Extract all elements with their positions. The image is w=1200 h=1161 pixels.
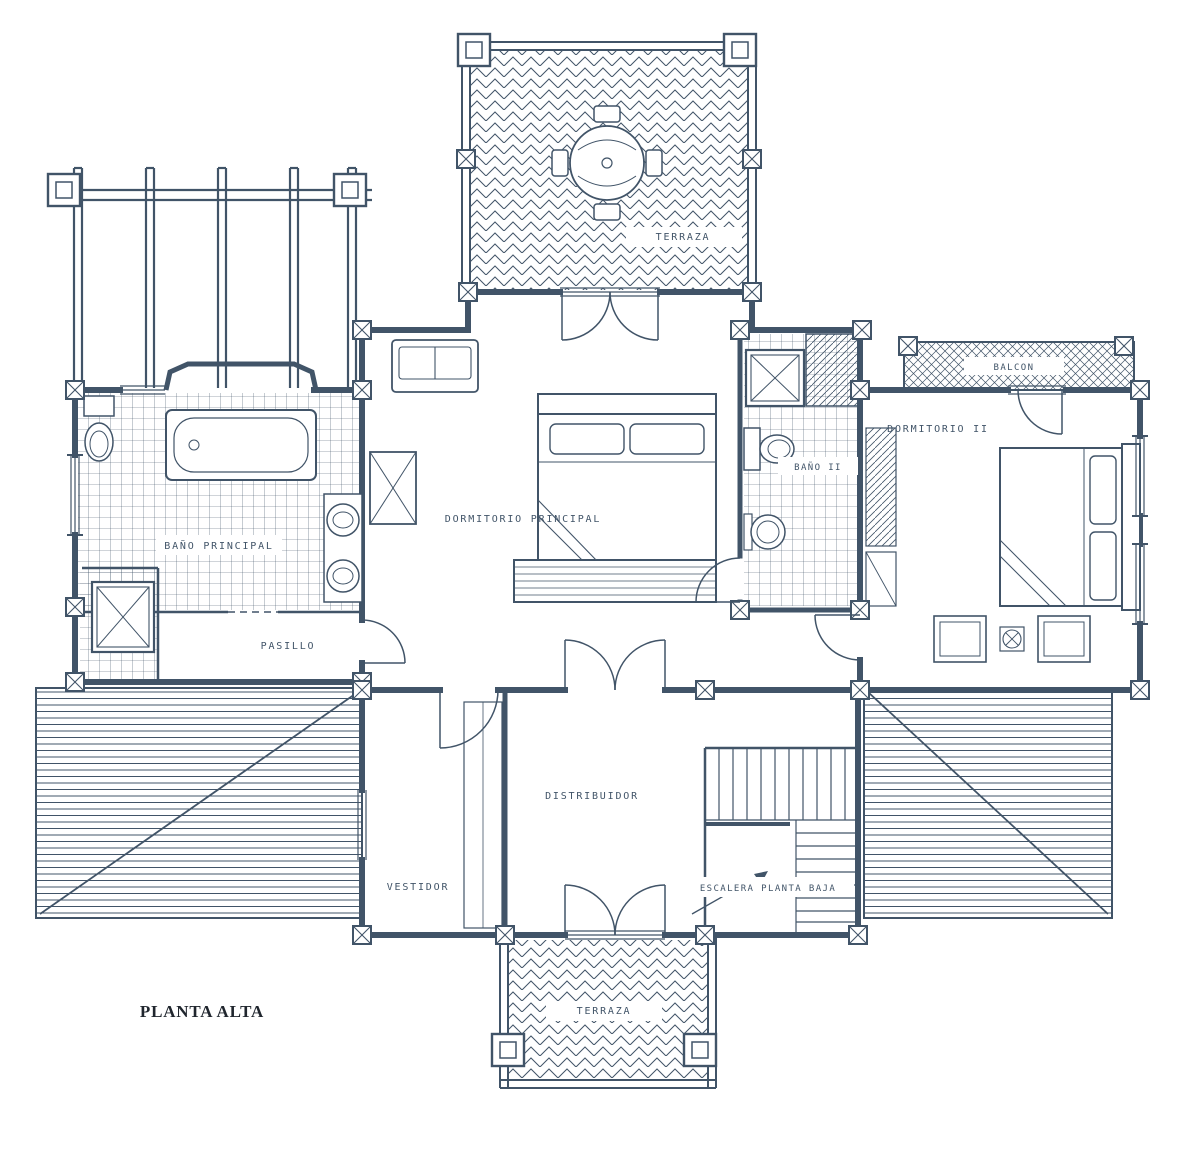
label-distribuidor: DISTRIBUIDOR [545,791,639,802]
heater-unit [999,626,1025,652]
label-dormitorio-principal: DORMITORIO PRINCIPAL [445,514,601,525]
label-terraza-bottom: TERRAZA [577,1006,632,1017]
nightstand-right [1037,615,1091,663]
roof-right [863,687,1113,919]
double-sink-counter [323,493,363,603]
bed-principal [537,393,717,563]
sink-ii [743,513,786,551]
vestidor-wardrobe [463,701,503,929]
label-pasillo: PASILLO [261,641,316,652]
label-balcon: BALCON [994,363,1035,373]
stairs [691,748,858,935]
room-labels: TERRAZA BALCON DORMITORIO II BAÑO II DOR… [140,232,1035,1021]
closet-ii [865,551,897,607]
bed-bench [513,559,717,603]
wall-pier-hatched [805,333,859,407]
nightstand-left [933,615,987,663]
label-vestidor: VESTIDOR [387,882,450,893]
label-terraza-top: TERRAZA [656,232,711,243]
roof-left [35,687,363,919]
plan-title: PLANTA ALTA [140,1002,264,1021]
bathtub [165,409,317,481]
shower-principal [90,580,156,654]
toilet-principal [83,395,115,462]
wardrobe [369,451,417,525]
shower-ii [744,348,806,408]
label-bano-principal: BAÑO PRINCIPAL [164,539,274,552]
closet-pier-hatched [865,427,897,547]
label-escalera: ESCALERA PLANTA BAJA [700,884,836,894]
bathtub-niche-wall [163,361,319,391]
doors [361,291,1063,936]
label-dormitorio-ii: DORMITORIO II [887,424,989,435]
pergola [55,166,372,388]
label-backgrounds [156,227,1064,1021]
sofa [391,339,479,393]
windows [67,287,1148,940]
stair-treads-upper [718,748,846,820]
label-bano-ii: BAÑO II [794,462,842,473]
terrace-table [551,105,663,221]
toilet-ii [743,427,795,471]
bed-ii [999,443,1141,611]
